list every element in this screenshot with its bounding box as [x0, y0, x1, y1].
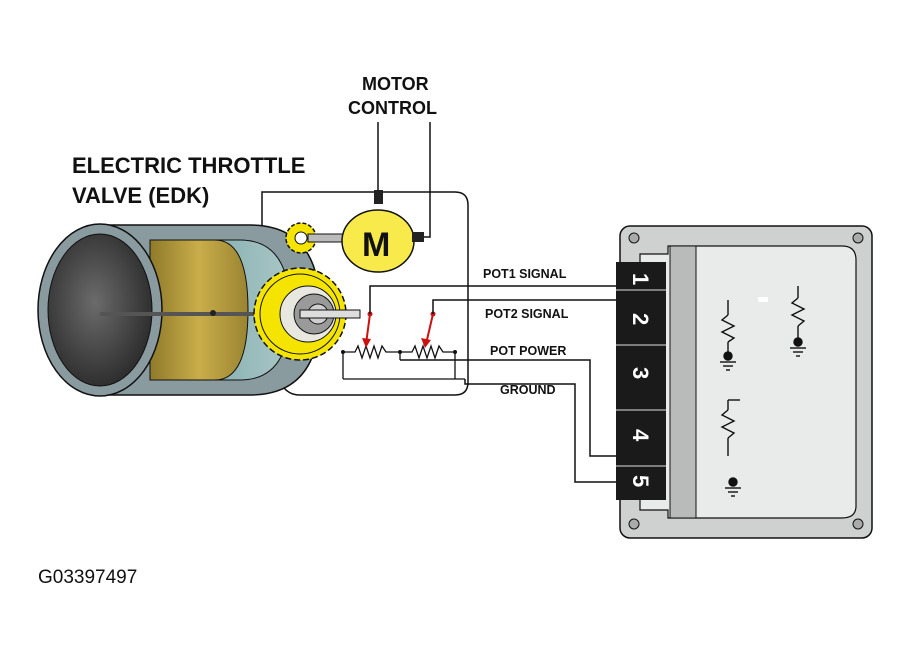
- label-ground: GROUND: [500, 383, 556, 397]
- motor-symbol: M: [362, 226, 390, 264]
- connector-pins: [616, 262, 666, 500]
- pin-2: 2: [628, 313, 653, 325]
- label-pot2-signal: POT2 SIGNAL: [485, 307, 569, 321]
- motor-control-line-1: MOTOR: [362, 74, 429, 94]
- pin-1: 1: [628, 273, 653, 285]
- motor-wire-2: [424, 122, 431, 238]
- label-pot-power: POT POWER: [490, 344, 566, 358]
- control-module: 1 2 3 4 5: [616, 225, 873, 539]
- label-pot1-signal: POT1 SIGNAL: [483, 267, 567, 281]
- pin-3: 3: [628, 367, 653, 379]
- motor-control-line-2: CONTROL: [348, 98, 437, 118]
- title-line-1: ELECTRIC THROTTLE: [72, 153, 305, 178]
- pinion-gear: [285, 222, 351, 254]
- pin-4: 4: [628, 429, 653, 442]
- motor: M: [341, 190, 424, 273]
- pot2-wiper: [425, 313, 434, 345]
- figure-code: G03397497: [38, 567, 137, 588]
- throttle-body: [37, 223, 321, 397]
- sector-gear: [253, 267, 361, 361]
- title-line-2: VALVE (EDK): [72, 183, 209, 208]
- pin-5: 5: [628, 475, 653, 487]
- ground-symbols: [720, 337, 806, 497]
